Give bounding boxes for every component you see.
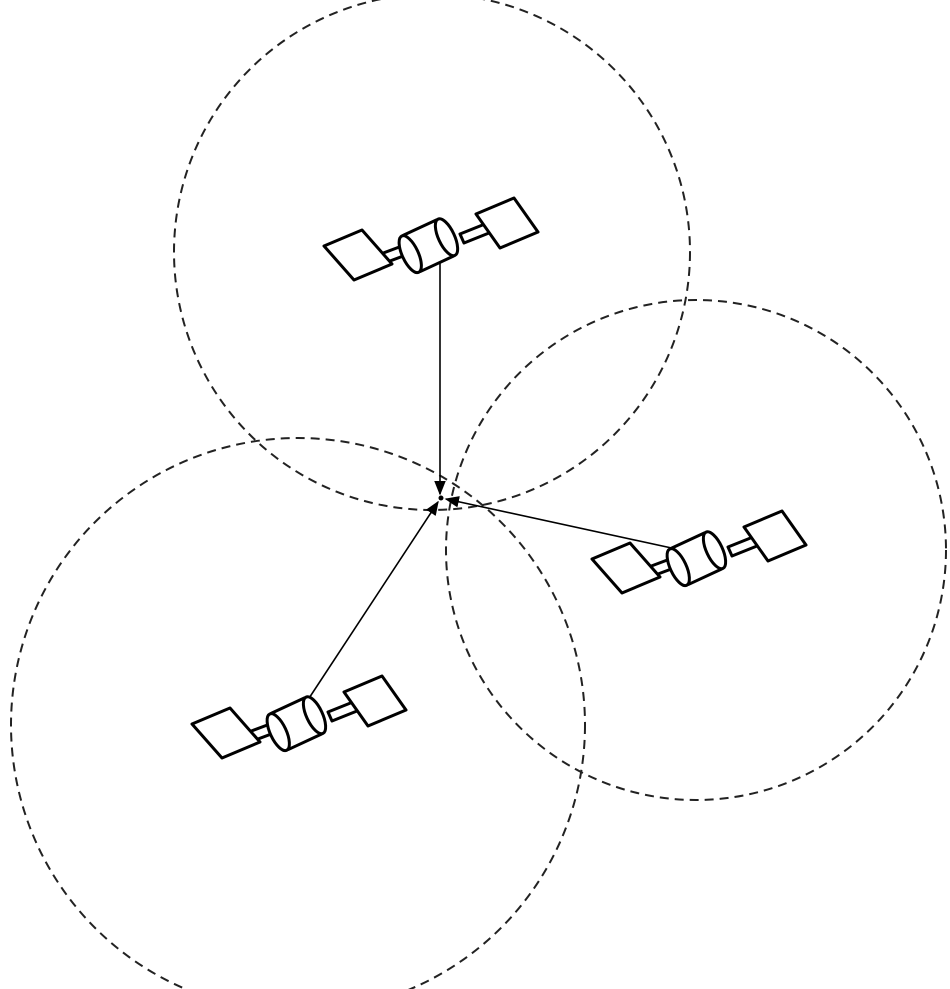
- range-circles: [11, 0, 946, 989]
- satellite-right-icon: [592, 511, 806, 593]
- satellite-top-icon: [324, 198, 538, 280]
- signal-line-right: [446, 499, 690, 552]
- satellites: [192, 198, 806, 758]
- receiver-point-icon: [439, 496, 444, 501]
- satellite-bottom-left-icon: [192, 676, 406, 758]
- signal-lines: [296, 240, 690, 718]
